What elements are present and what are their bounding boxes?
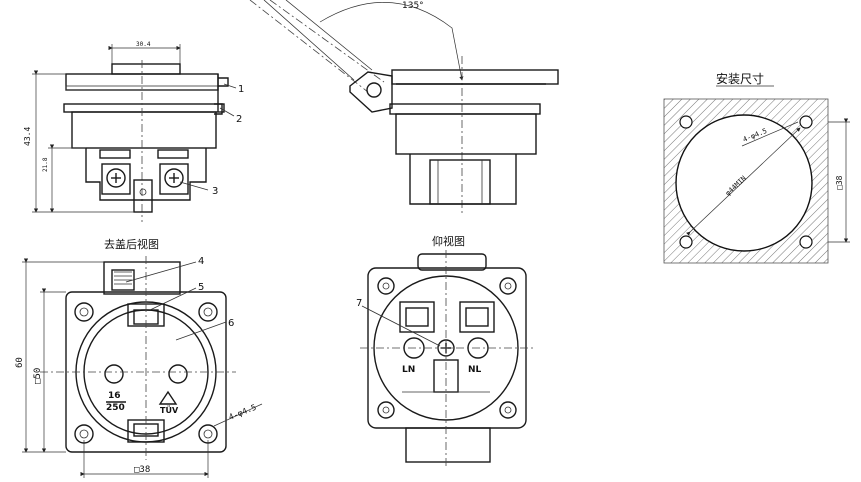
dim-height-inner: 21.8 — [42, 157, 49, 172]
title-rear-view: 去盖后视图 — [104, 237, 159, 251]
callout-1: 1 — [238, 84, 244, 95]
terminal-label-left: LN — [402, 365, 415, 375]
rating-current: 16 — [108, 391, 121, 401]
dim-height-60: 60 — [15, 357, 25, 368]
dim-angle: 135° — [402, 1, 424, 11]
callout-5: 5 — [198, 282, 204, 293]
bottom-view: 仰视图 LN NL 7 — [356, 234, 536, 468]
open-cover-view: 135° — [249, 0, 559, 214]
title-bottom-view: 仰视图 — [432, 234, 465, 248]
dim-square-50: □50 — [33, 368, 43, 384]
mounting-cutout-view: 安装尺寸 φ44MIN 4-φ4.5 □38 — [663, 71, 850, 264]
callout-3: 3 — [212, 186, 218, 197]
callout-6: 6 — [228, 318, 234, 329]
dim-square-38-mount: □38 — [835, 175, 844, 190]
callout-7: 7 — [356, 298, 362, 309]
rear-view-cover-removed: 去盖后视图 16 250 TÜV 60 — [15, 237, 263, 478]
callout-4: 4 — [198, 256, 204, 267]
rating-voltage: 250 — [106, 403, 125, 413]
callout-2: 2 — [236, 114, 242, 125]
dim-holes: 4-φ4.5 — [227, 403, 257, 422]
side-view: 30.4 43.4 21.8 1 — [23, 41, 244, 222]
dim-width-top: 30.4 — [136, 41, 151, 48]
terminal-label-right: NL — [468, 365, 482, 375]
dim-square-38: □38 — [134, 465, 150, 475]
dim-height-total: 43.4 — [23, 127, 32, 146]
title-mounting: 安装尺寸 — [716, 71, 764, 86]
rating-cert: TÜV — [160, 405, 179, 415]
